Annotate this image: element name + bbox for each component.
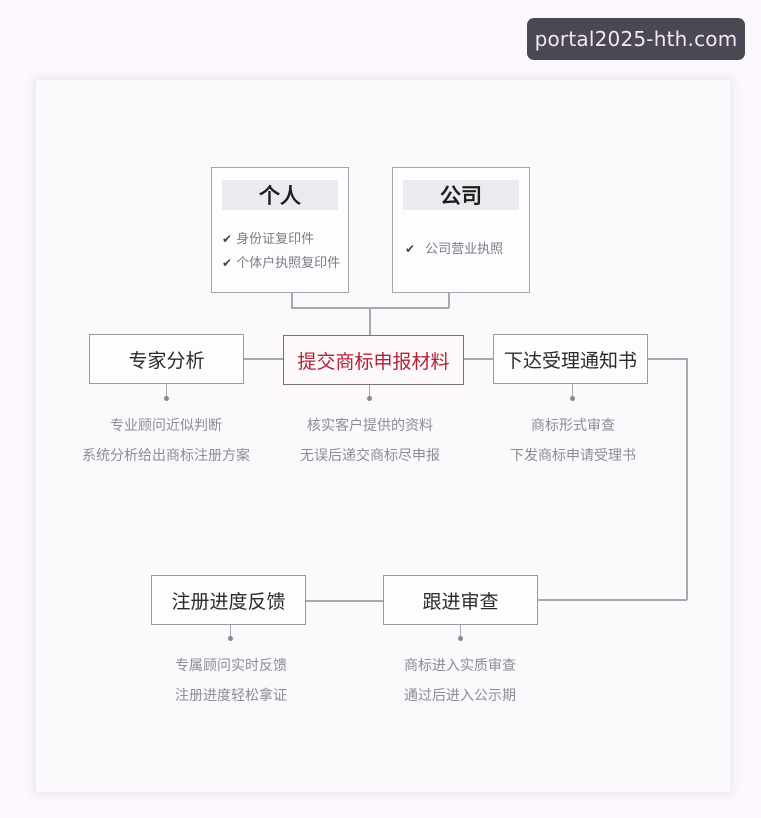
connector [448, 293, 450, 308]
connector [306, 600, 383, 602]
step-progress-feedback: 注册进度反馈 [151, 575, 306, 625]
step-description: 核实客户提供的资料 无误后递交商标尽申报 [300, 418, 440, 464]
doc-item: ✔个体户执照复印件 [222, 256, 341, 271]
dot-marker [228, 636, 233, 641]
connector [572, 384, 574, 398]
step-description: 专属顾问实时反馈 注册进度轻松拿证 [175, 658, 287, 704]
connector [369, 385, 371, 398]
connector [369, 307, 371, 335]
check-icon: ✔ [222, 256, 233, 270]
step-follow-up-review: 跟进审查 [383, 575, 538, 625]
flowchart-card [36, 80, 730, 792]
doc-item: ✔公司营业执照 [405, 242, 504, 257]
watermark-badge: portal2025-hth.com [527, 18, 745, 60]
connector [460, 625, 462, 638]
step-description: 专业顾问近似判断 系统分析给出商标注册方案 [82, 418, 250, 464]
dot-marker [164, 396, 169, 401]
step-acceptance-notice: 下达受理通知书 [493, 334, 648, 384]
connector [464, 358, 493, 360]
connector [291, 293, 293, 308]
connector [230, 625, 232, 638]
doc-box-individual: 个人 ✔身份证复印件 ✔个体户执照复印件 [211, 167, 349, 293]
dot-marker [367, 396, 372, 401]
step-description: 商标进入实质审查 通过后进入公示期 [404, 658, 516, 704]
step-description: 商标形式审查 下发商标申请受理书 [510, 418, 636, 464]
connector [648, 358, 687, 360]
step-expert-analysis: 专家分析 [89, 334, 244, 384]
check-icon: ✔ [222, 232, 233, 246]
doc-item: ✔身份证复印件 [222, 232, 315, 247]
dot-marker [570, 396, 575, 401]
doc-title-company: 公司 [403, 180, 519, 210]
doc-title-individual: 个人 [222, 180, 338, 210]
dot-marker [458, 636, 463, 641]
step-submit-materials: 提交商标申报材料 [283, 335, 464, 385]
connector [537, 599, 687, 601]
check-icon: ✔ [405, 242, 416, 256]
connector [166, 384, 168, 398]
connector [244, 358, 283, 360]
connector [686, 358, 688, 600]
doc-box-company: 公司 ✔公司营业执照 [392, 167, 530, 293]
